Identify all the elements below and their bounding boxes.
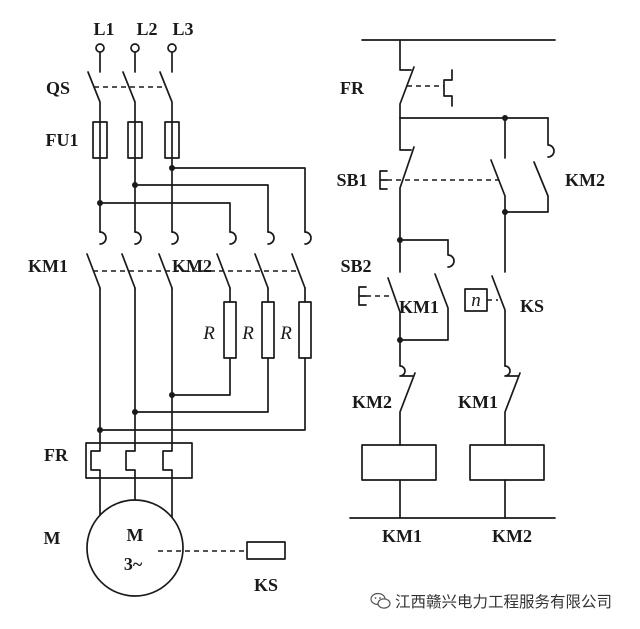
fr-element-l3 [162, 442, 173, 479]
sb1-nc-contact [399, 117, 415, 241]
sb2-no-contact [387, 239, 401, 341]
qs-blade-l1 [87, 71, 101, 123]
watermark-text: 江西赣兴电力工程服务有限公司 [395, 593, 612, 611]
fr-nc-contact [399, 39, 453, 119]
fr-contact [399, 39, 415, 119]
sb1-no-contact [490, 117, 506, 273]
qs-blade-l2 [122, 71, 136, 123]
label-resistor-1: R [202, 323, 215, 344]
resistor-1-return [171, 357, 231, 396]
ks-speed-contact [464, 275, 506, 367]
label-fr: FR [44, 445, 69, 465]
km2-hold-contact [502, 117, 555, 215]
label-coil-km2: KM2 [492, 526, 532, 546]
label-l1: L1 [93, 19, 114, 39]
resistor-2-return [134, 357, 269, 413]
phase-wires-upper [99, 121, 173, 233]
tap-l2 [134, 184, 269, 233]
junction-dot [169, 165, 175, 171]
ks-speed-symbol: n [471, 290, 481, 311]
junction-dot [169, 392, 175, 398]
pushbutton-actuator-icon [379, 170, 388, 190]
km2-contact-3 [291, 231, 312, 289]
label-sb2: SB2 [340, 256, 371, 276]
fr-element-l1 [90, 442, 101, 479]
km1-hold-contact [397, 239, 455, 343]
km1-no-aux-contact [399, 239, 455, 341]
km2-contact-1 [216, 231, 237, 289]
coil-km1 [361, 444, 437, 481]
label-ks-contact: KS [520, 296, 544, 316]
sb2-start-button [358, 239, 401, 341]
label-km2-hold: KM2 [565, 170, 605, 190]
label-motor: M [44, 528, 61, 548]
km2-nc-contact [399, 339, 416, 446]
fr-element-l2 [125, 442, 136, 479]
km1-main-contacts [86, 231, 179, 289]
km2-no-aux-contact [504, 117, 555, 213]
label-ks: KS [254, 575, 278, 595]
label-km2: KM2 [172, 256, 212, 276]
fu1-fuses [92, 121, 180, 233]
ks-no-contact [491, 275, 506, 367]
km2-phase-taps [97, 165, 306, 233]
fr-housing [85, 442, 193, 479]
braking-resistors [97, 301, 312, 433]
motor-feed-wires [99, 477, 173, 518]
resistor-1 [223, 301, 237, 359]
terminal-l1 [95, 43, 105, 53]
resistor-3-return [99, 357, 306, 431]
tap-l3 [171, 167, 306, 233]
qs-blade-l3 [159, 71, 173, 123]
junction-dot [132, 409, 138, 415]
km1-contact-l2 [121, 231, 142, 289]
label-resistor-3: R [279, 323, 292, 344]
supply-terminals [95, 43, 177, 73]
motor-symbol: M [127, 525, 144, 545]
label-fu1: FU1 [46, 130, 79, 150]
motor-circle [86, 499, 184, 597]
junction-dot [97, 200, 103, 206]
km1-nc-contact [504, 365, 521, 446]
km1-contact-l1 [86, 231, 107, 289]
phase-wires-lower [99, 287, 173, 444]
km2-main-contacts [216, 231, 312, 289]
tap-l1 [99, 202, 231, 233]
resistor-feed-wires [229, 287, 306, 303]
label-l2: L2 [136, 19, 157, 39]
resistor-3 [298, 301, 312, 359]
coil-km2 [469, 444, 545, 481]
terminal-l3 [167, 43, 177, 53]
qs-isolating-switch [87, 71, 173, 123]
junction-dot [97, 427, 103, 433]
sb1-stop-button [379, 117, 506, 273]
speed-relay-ks [246, 541, 286, 560]
pushbutton-actuator-icon [358, 286, 367, 306]
label-resistor-2: R [241, 323, 254, 344]
label-fr-contact: FR [340, 78, 365, 98]
label-sb1: SB1 [336, 170, 367, 190]
km2-contact-2 [254, 231, 275, 289]
label-km1-hold: KM1 [399, 297, 439, 317]
label-coil-km1: KM1 [382, 526, 422, 546]
wechat-icon [370, 592, 391, 609]
motor [86, 499, 184, 597]
motor-phase: 3~ [124, 554, 143, 574]
label-l3: L3 [172, 19, 193, 39]
thermal-actuator-icon [443, 69, 453, 107]
junction-dot [132, 182, 138, 188]
label-km2-interlock: KM2 [352, 392, 392, 412]
km1-nc-interlock [504, 365, 521, 446]
terminal-l2 [130, 43, 140, 53]
junction-dot [502, 209, 508, 215]
contactor-coils [361, 444, 545, 519]
fr-thermal-relay [85, 442, 193, 518]
km2-nc-interlock [399, 339, 416, 446]
coil-return-wires [399, 479, 506, 519]
resistor-2 [261, 301, 275, 359]
label-km1: KM1 [28, 256, 68, 276]
label-km1-interlock: KM1 [458, 392, 498, 412]
label-qs: QS [46, 78, 70, 98]
